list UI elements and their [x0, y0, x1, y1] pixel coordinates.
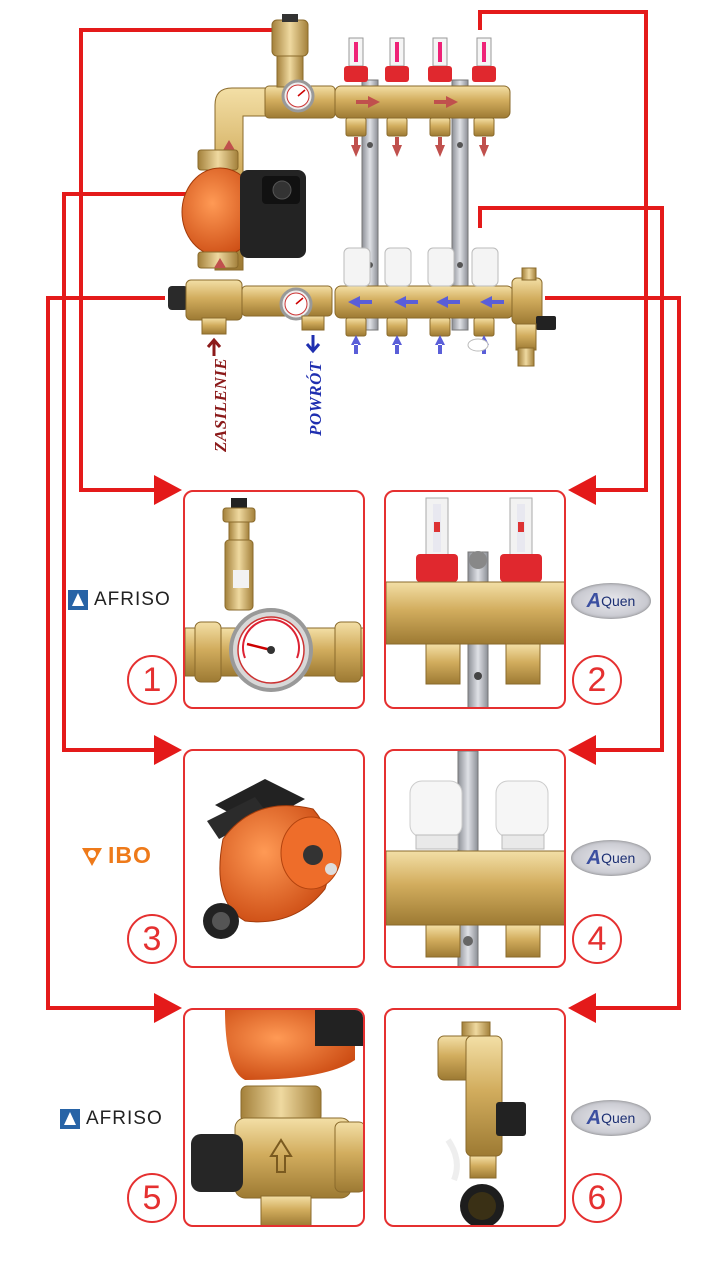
brand-name-3: IBO	[108, 842, 152, 868]
flowmeters	[344, 37, 496, 82]
brand-logo-aquen-4: A Quen	[571, 840, 651, 876]
brand-prefix-4: A	[586, 846, 602, 869]
supply-manifold	[334, 37, 511, 157]
panel-2-number-badge: 2	[572, 655, 622, 705]
product-panel-5	[183, 1008, 365, 1227]
circulation-pump-illustration	[203, 779, 342, 939]
panel-1-number-badge: 1	[127, 655, 177, 705]
brand-logo-afriso-1: AFRISO	[68, 589, 171, 611]
circulation-pump	[181, 149, 306, 269]
return-pipe-assembly	[168, 279, 333, 356]
flow-arrows-return	[348, 296, 504, 354]
mixing-valve-illustration	[191, 1010, 363, 1225]
product-panel-1	[183, 490, 365, 709]
product-panel-6	[384, 1008, 566, 1227]
brand-logo-aquen-2: A Quen	[571, 583, 651, 619]
arrowhead-panel-3	[154, 735, 182, 765]
connector-arrowheads	[154, 475, 596, 1023]
brand-name-4: Quen	[601, 850, 636, 866]
connector-line-4	[478, 206, 664, 752]
brand-name-1: AFRISO	[94, 589, 171, 610]
arrowhead-panel-5	[154, 993, 182, 1023]
arrowhead-panel-6	[568, 993, 596, 1023]
panel-3-number-badge: 3	[127, 914, 177, 964]
connector-line-2	[478, 10, 648, 492]
connector-line-5	[46, 296, 170, 1010]
panel-6-number-badge: 6	[572, 1173, 622, 1223]
panel-5-number-badge: 5	[127, 1173, 177, 1223]
product-panel-3	[183, 749, 365, 968]
return-outlet-arrow	[305, 335, 321, 354]
product-panel-4	[384, 749, 566, 968]
brand-logo-aquen-6: A Quen	[571, 1100, 651, 1136]
flow-arrows-supply	[351, 96, 489, 157]
drain-valve-illustration	[437, 1021, 526, 1225]
product-panel-2	[384, 490, 566, 709]
return-manifold	[334, 247, 556, 367]
brand-logo-ibo: IBO	[80, 842, 152, 869]
brand-prefix-2: A	[586, 589, 602, 612]
connector-lines	[46, 10, 681, 1010]
afriso-triangle-icon	[60, 1109, 80, 1129]
brand-prefix-6: A	[586, 1106, 602, 1129]
connector-line-6	[545, 296, 681, 1010]
valve-manifold-illustration	[386, 751, 564, 966]
brand-name-6: Quen	[601, 1110, 636, 1126]
arrowhead-panel-2	[568, 475, 596, 505]
brand-name-5: AFRISO	[86, 1108, 163, 1129]
connector-line-1	[79, 28, 275, 492]
brand-name-2: Quen	[601, 593, 636, 609]
afriso-triangle-icon	[68, 590, 88, 610]
supply-outlets	[345, 117, 495, 137]
supply-inlet-arrow	[206, 337, 222, 356]
thermostatic-valve-caps	[343, 247, 499, 287]
panel-4-number-badge: 4	[572, 914, 622, 964]
flowmeter-manifold-illustration	[386, 497, 564, 707]
return-label: POWRÓT	[306, 361, 325, 436]
air-vent-thermometer-illustration	[185, 498, 363, 692]
ibo-shield-icon	[82, 847, 102, 866]
supply-label: ZASILENIE	[211, 357, 230, 452]
connector-line-3	[62, 192, 195, 752]
drain-valve-assembly	[467, 267, 556, 367]
brand-logo-afriso-5: AFRISO	[60, 1108, 163, 1130]
arrowhead-panel-4	[568, 735, 596, 765]
arrowhead-panel-1	[154, 475, 182, 505]
